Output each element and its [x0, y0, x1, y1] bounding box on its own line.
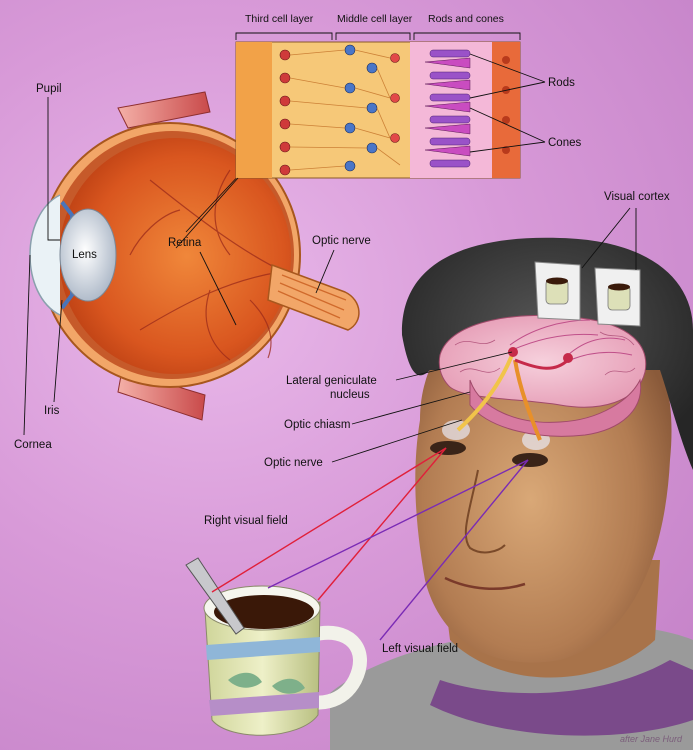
right-visual-field-label: Right visual field	[204, 515, 288, 527]
optic-nerve-eye-label: Optic nerve	[312, 235, 371, 247]
cortex-cup-left-coffee	[546, 278, 568, 285]
rods-and-cones-label: Rods and cones	[428, 13, 504, 25]
visual-cortex-label: Visual cortex	[604, 191, 670, 203]
cornea-label: Cornea	[14, 439, 52, 451]
lens-label: Lens	[72, 249, 97, 261]
middle-cell-bracket	[336, 33, 410, 40]
pupil-label: Pupil	[36, 83, 62, 95]
third-cell-region	[236, 42, 272, 178]
inset-headers: Third cell layer Middle cell layer Rods …	[236, 13, 520, 40]
rods-label: Rods	[548, 77, 575, 89]
artist-signature: after Jane Hurd	[620, 734, 683, 744]
optic-nerve-brain-label: Optic nerve	[264, 457, 323, 469]
third-cell-bracket	[236, 33, 332, 40]
rods-cones-bracket	[414, 33, 520, 40]
optic-chiasm-label: Optic chiasm	[284, 419, 350, 431]
cornea-shape	[30, 195, 60, 315]
right-eye	[430, 441, 466, 455]
third-cell-layer-label: Third cell layer	[245, 13, 314, 25]
cortex-cup-right-coffee	[608, 284, 630, 291]
iris-label: Iris	[44, 405, 60, 417]
cornea-leader	[24, 255, 30, 435]
middle-cell-layer-label: Middle cell layer	[337, 13, 413, 25]
left-visual-field-label: Left visual field	[382, 643, 458, 655]
cones-label: Cones	[548, 137, 581, 149]
lgn-label-line1: Lateral geniculate	[286, 375, 377, 387]
lateral-geniculate-nucleus-left	[563, 353, 573, 363]
lgn-label-line2: nucleus	[330, 389, 370, 401]
lateral-geniculate-nucleus-right	[508, 347, 518, 357]
retina-label: Retina	[168, 237, 202, 249]
